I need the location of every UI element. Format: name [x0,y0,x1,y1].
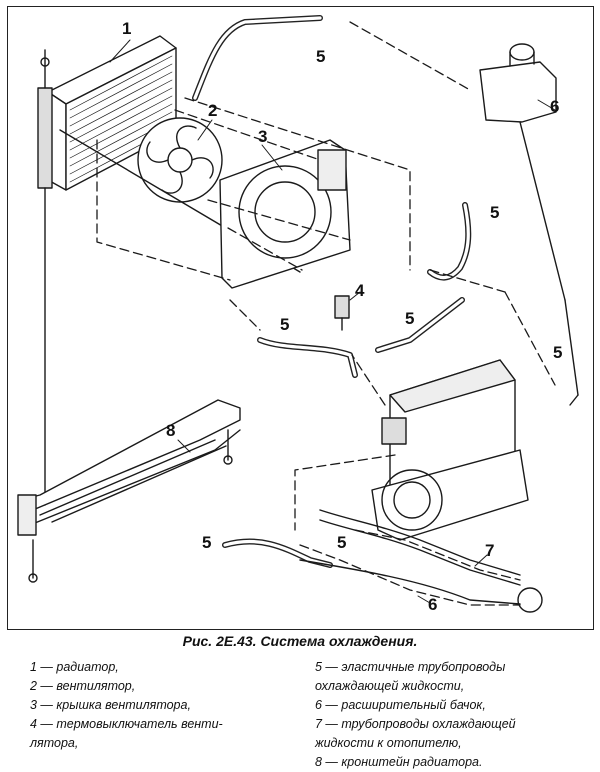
legend-right: 5 — эластичные трубопроводы охлаждающей … [315,658,590,772]
callout-expansion-tank: 6 [550,97,559,116]
figure-caption: Рис. 2Е.43. Система охлаждения. [182,633,418,649]
callout-hose-left: 5 [202,533,211,552]
legend-item: 5 — эластичные трубопроводы [315,660,506,674]
callout-hose-middle: 5 [280,315,289,334]
callout-fan: 2 [208,101,217,120]
thermo-switch [334,295,350,331]
callout-hose-lower: 5 [337,533,346,552]
engine-block [371,359,529,541]
leader-lines [109,39,556,604]
callout-hose-right: 5 [490,203,499,222]
callout-hose-top: 5 [316,47,325,66]
legend-item: 4 — термовыключатель венти- [30,717,223,731]
callout-thermo-switch: 4 [355,281,365,300]
radiator [37,35,177,506]
figure-frame [7,6,594,630]
callout-fan-cover: 3 [258,127,267,146]
legend-item: 2 — вентилятор, [30,679,136,693]
connection-lines [96,21,556,606]
callout-hose-tank-line: 5 [553,343,562,362]
radiator-bracket [17,399,241,583]
callout-radiator-bracket: 8 [166,421,175,440]
heater-pipes [299,509,543,613]
callout-hose-6: 6 [428,595,437,614]
legend-item: лятора, [30,736,79,750]
legend-item: 8 — кронштейн радиатора. [315,755,483,769]
expansion-tank [479,43,579,406]
callout-radiator: 1 [122,19,131,38]
legend-item: охлаждающей жидкости, [315,679,465,693]
callout-hose-engine: 5 [405,309,414,328]
legend-item: 3 — крышка вентилятора, [30,698,191,712]
legend-item: 7 — трубопроводы охлаждающей [315,717,516,731]
legend-item: 6 — расширительный бачок, [315,698,486,712]
legend-item: жидкости к отопителю, [315,736,462,750]
cooling-system-diagram: 1 2 3 4 6 7 8 6 5 5 5 5 5 5 5 [17,15,579,614]
fan-cover [219,139,351,289]
legend-item: 1 — радиатор, [30,660,119,674]
legend-left: 1 — радиатор, 2 — вентилятор, 3 — крышка… [30,658,300,753]
callout-heater-pipes: 7 [485,541,494,560]
